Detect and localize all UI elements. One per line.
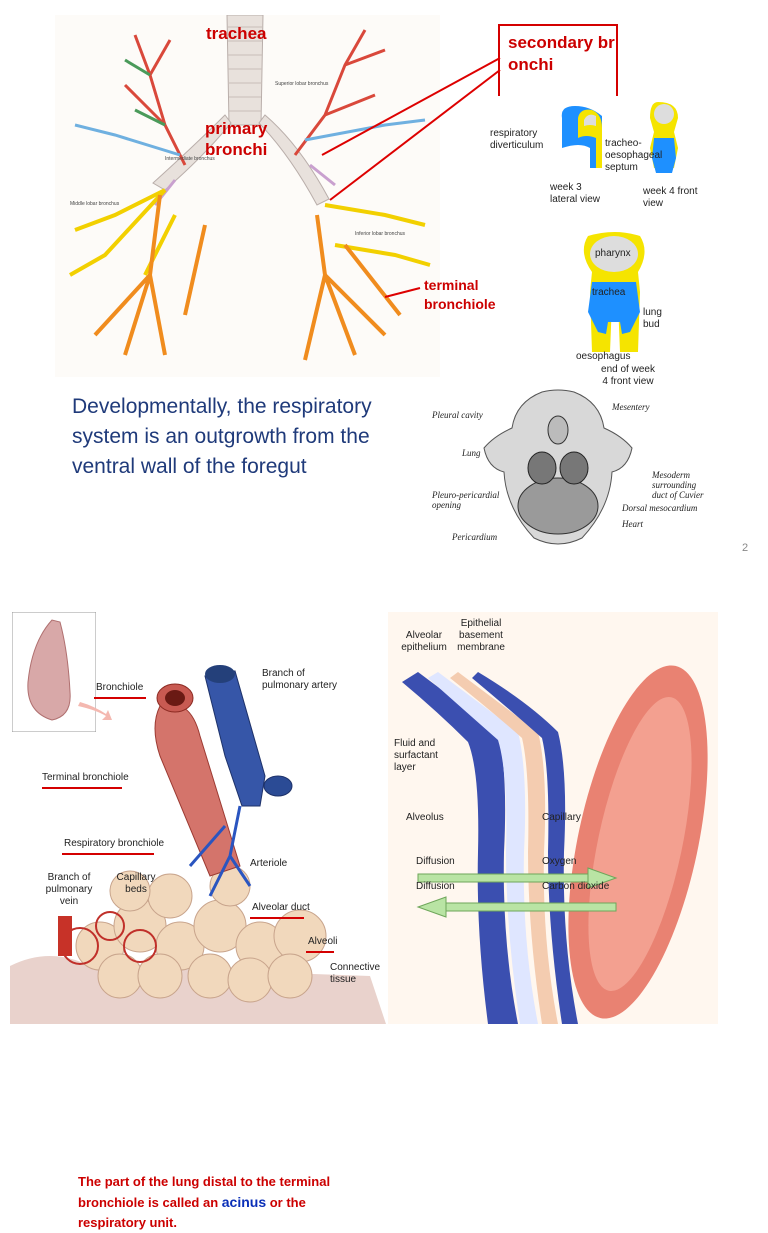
terminal-line-2: bronchiole xyxy=(424,296,496,312)
pleuro-pericardial-label: Pleuro-pericardial opening xyxy=(432,490,500,510)
embryo-end-week4-diagram xyxy=(583,232,645,352)
slide-2: The part of the lung distal to the termi… xyxy=(0,576,768,1230)
acinus-description: The part of the lung distal to the termi… xyxy=(78,1172,358,1233)
primary-bronchi-label: primary bronchi xyxy=(205,118,267,160)
alveolar-duct-label: Alveolar duct xyxy=(252,902,310,913)
bronchial-tree-illustration: Superior lobar bronchus Intermediate bro… xyxy=(55,15,440,377)
svg-text:Intermediate bronchus: Intermediate bronchus xyxy=(165,156,215,162)
alveolus-label: Alveolus xyxy=(406,812,444,823)
svg-text:Middle lobar bronchus: Middle lobar bronchus xyxy=(70,201,120,207)
terminal-bronchiole-label: terminal bronchiole xyxy=(424,276,496,314)
svg-text:Inferior lobar bronchus: Inferior lobar bronchus xyxy=(355,231,406,237)
developmental-description: Developmentally, the respiratory system … xyxy=(72,395,372,478)
heart-label: Heart xyxy=(622,519,643,529)
diffusion-label-2: Diffusion xyxy=(416,881,455,892)
bronchiole-underline xyxy=(94,697,146,699)
alveolar-epithelium-label: Alveolar epithelium xyxy=(401,630,447,653)
pharynx-label: pharynx xyxy=(595,248,631,259)
arteriole-label: Arteriole xyxy=(250,858,288,869)
branch-vein-label: Branch of pulmonary vein xyxy=(45,872,93,907)
pointer-line-3 xyxy=(384,287,421,298)
terminal-line-1: terminal xyxy=(424,277,479,293)
acinus-word: acinus xyxy=(221,1194,267,1210)
primary-bronchi-line-1: primary xyxy=(205,119,268,138)
fluid-surfactant-label: Fluid and surfactant layer xyxy=(394,738,438,773)
week4-label: week 4 front view xyxy=(643,186,698,209)
trachea-label: trachea xyxy=(206,24,267,43)
acinus-illustration xyxy=(10,665,386,1024)
diffusion-label-1: Diffusion xyxy=(416,856,455,867)
terminal-bronchiole-underline xyxy=(42,787,122,789)
pointer-line-2 xyxy=(329,69,501,201)
lung-bud-label: lung bud xyxy=(643,307,662,330)
mesoderm-label: Mesoderm surrounding duct of Cuvier xyxy=(652,470,704,500)
pointer-line-1 xyxy=(321,57,501,156)
dorsal-mesocardium-label: Dorsal mesocardium xyxy=(622,503,698,513)
capillary-beds-label: Capillary beds xyxy=(116,872,156,895)
tracheo-septum-label: tracheo-oesophageal septum xyxy=(605,138,663,173)
slide-1: Superior lobar bronchus Intermediate bro… xyxy=(0,0,768,576)
mesentery-label: Mesentery xyxy=(612,402,650,412)
alveoli-label: Alveoli xyxy=(308,936,338,947)
oxygen-label: Oxygen xyxy=(542,856,577,867)
connective-tissue-label: Connective tissue xyxy=(330,962,381,985)
secondary-bronchi-box: secondary bronchi xyxy=(498,24,618,96)
alveolar-capillary-membrane-diagram xyxy=(388,612,718,1024)
lung-label: Lung xyxy=(462,448,481,458)
svg-text:Superior lobar bronchus: Superior lobar bronchus xyxy=(275,81,329,87)
alveolar-duct-underline xyxy=(250,917,304,919)
lung-inset xyxy=(12,612,96,732)
terminal-bronchiole-label-2: Terminal bronchiole xyxy=(42,772,129,783)
respiratory-diverticulum-label: respiratory diverticulum xyxy=(490,128,544,151)
capillary-label: Capillary xyxy=(542,812,581,823)
pleural-cavity-label: Pleural cavity xyxy=(432,410,483,420)
bronchiole-label: Bronchiole xyxy=(96,682,144,693)
inset-arrow xyxy=(78,702,112,720)
branch-artery-label: Branch of pulmonary artery xyxy=(262,668,338,691)
epithelial-basement-label: Epithelial basement membrane xyxy=(457,618,505,653)
respiratory-bronchiole-underline xyxy=(62,853,154,855)
embryo-trachea-label: trachea xyxy=(592,287,626,298)
end-week4-label: end of week 4 front view xyxy=(601,364,655,387)
pericardium-label: Pericardium xyxy=(452,532,498,542)
page-number: 2 xyxy=(742,542,749,554)
respiratory-bronchiole-label: Respiratory bronchiole xyxy=(64,838,165,849)
primary-bronchi-line-2: bronchi xyxy=(205,140,268,159)
embryo-cross-section xyxy=(483,389,633,545)
secondary-bronchi-label: secondary bronchi xyxy=(508,33,615,74)
alveoli-underline xyxy=(306,951,334,953)
pointer-lines xyxy=(321,57,501,298)
embryo-week3-week4-diagram xyxy=(561,102,678,173)
oesophagus-label: oesophagus xyxy=(576,351,631,362)
carbon-dioxide-label: Carbon dioxide xyxy=(542,881,610,892)
week3-label: week 3 lateral view xyxy=(550,182,601,205)
